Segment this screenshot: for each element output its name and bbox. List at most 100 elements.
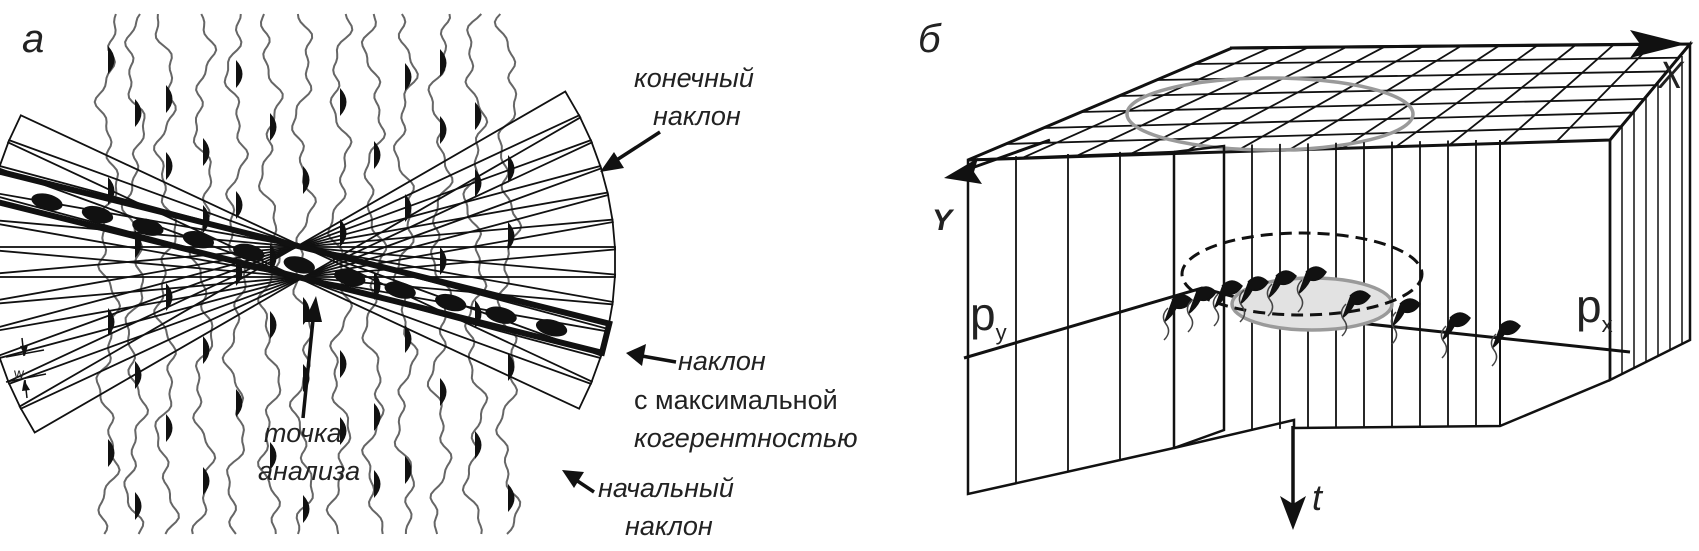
trace-lobe	[135, 99, 142, 127]
trace-lobe	[374, 272, 381, 300]
trace-lobe	[135, 361, 142, 389]
wavelet-tail	[1238, 289, 1246, 323]
horizon-wavelets	[1162, 266, 1521, 367]
wavelet	[1491, 320, 1521, 349]
trace-lobe	[340, 88, 347, 116]
grid-line	[1043, 111, 1633, 129]
trace-lobe	[203, 138, 210, 166]
px-label: px	[1576, 280, 1613, 337]
panel-b: б X Y t	[918, 17, 1694, 530]
trace-lobe	[108, 439, 115, 467]
trace-lobe	[440, 247, 447, 275]
trace-lobe	[166, 152, 173, 180]
coherent-event	[31, 193, 63, 211]
analysis-point-label-2: анализа	[258, 456, 360, 486]
top-gray-ellipse	[1125, 76, 1415, 152]
trace-lobe	[475, 102, 482, 130]
seismic-trace	[188, 13, 218, 535]
trace-lobe	[508, 222, 515, 250]
py-base: p	[970, 288, 996, 340]
wavelet-tail	[1162, 307, 1170, 341]
coherent-event	[485, 306, 517, 324]
trace-lobe	[340, 417, 347, 445]
px-base: p	[1576, 280, 1602, 332]
trace-lobe	[108, 46, 115, 74]
wavelet	[1441, 312, 1471, 341]
grid-line	[1074, 46, 1309, 158]
trace-lobe	[303, 495, 310, 523]
wavelet-tail	[1490, 333, 1498, 367]
grid-line	[1555, 43, 1653, 143]
seismic-trace	[93, 13, 122, 535]
wavelet	[1187, 286, 1217, 315]
trace-lobe	[440, 116, 447, 144]
coherent-event	[81, 205, 114, 224]
trace-lobe	[405, 63, 412, 91]
grid-line	[1448, 44, 1577, 146]
grid-line	[1081, 97, 1645, 113]
grid-line	[1194, 56, 1679, 65]
t-axis-label: t	[1312, 477, 1324, 518]
window-width-label: w	[13, 365, 25, 381]
wavelet-tail	[1266, 283, 1274, 317]
trace-lobe	[236, 389, 243, 417]
analysis-point-label-1: точка	[264, 418, 342, 448]
volume-top-grid	[967, 42, 1694, 162]
trace-lobe	[203, 467, 210, 495]
trace-lobe	[340, 350, 347, 378]
wavelet	[1163, 294, 1193, 323]
max-coherence-window	[0, 167, 613, 357]
coherent-event	[334, 268, 366, 287]
x-axis-label: X	[1657, 55, 1685, 97]
coherent-event	[283, 256, 315, 274]
max-coherence-label-3: когерентностью	[634, 423, 858, 453]
wavelet-tail	[1212, 293, 1220, 327]
px-subscript: x	[1602, 312, 1613, 337]
grid-line	[1502, 43, 1615, 145]
trace-lobe	[475, 169, 482, 197]
wavelet	[1213, 280, 1243, 309]
analysis-point-arrow-icon	[301, 296, 322, 419]
coherent-event	[435, 293, 467, 312]
wavelet-tail	[1340, 303, 1348, 337]
panel-b-letter: б	[918, 17, 942, 61]
trace-lobe	[475, 431, 482, 459]
wavelet-tail	[1186, 299, 1194, 333]
grid-line	[1118, 84, 1656, 97]
wavelet	[1267, 270, 1297, 299]
grid-line	[1288, 45, 1462, 151]
t-axis-arrow-icon	[1280, 426, 1306, 530]
panel-a-letter: а	[22, 17, 44, 61]
py-subscript: y	[996, 320, 1007, 345]
trace-lobe	[166, 85, 173, 113]
coherent-event	[132, 218, 164, 236]
trace-lobe	[135, 492, 142, 520]
grid-line	[1342, 44, 1500, 150]
grid-line	[1181, 45, 1386, 155]
trace-lobe	[440, 49, 447, 77]
py-label: py	[970, 288, 1007, 345]
grid-line	[1021, 46, 1271, 160]
trace-lobe	[236, 60, 243, 88]
seismic-trace	[426, 13, 454, 535]
seismic-trace	[392, 13, 419, 535]
trace-lobe	[203, 336, 210, 364]
trace-lobe	[440, 378, 447, 406]
seismic-trace	[493, 13, 523, 535]
trace-lobe	[166, 283, 173, 311]
trace-lobe	[374, 403, 381, 431]
wavelet-tail	[1390, 311, 1398, 345]
trace-lobe	[270, 311, 277, 339]
trace-lobe	[303, 166, 310, 194]
start-dip-label-2: наклон	[625, 511, 713, 541]
trace-lobe	[405, 325, 412, 353]
coherent-event	[384, 281, 416, 299]
trace-lobe	[508, 484, 515, 512]
wavelet	[1297, 266, 1327, 295]
wavelet-tail	[1296, 279, 1304, 313]
trace-lobe	[270, 442, 277, 470]
trace-lobe	[508, 353, 515, 381]
final-dip-arrow-icon	[600, 130, 661, 172]
wavelet-tail	[1440, 325, 1448, 359]
